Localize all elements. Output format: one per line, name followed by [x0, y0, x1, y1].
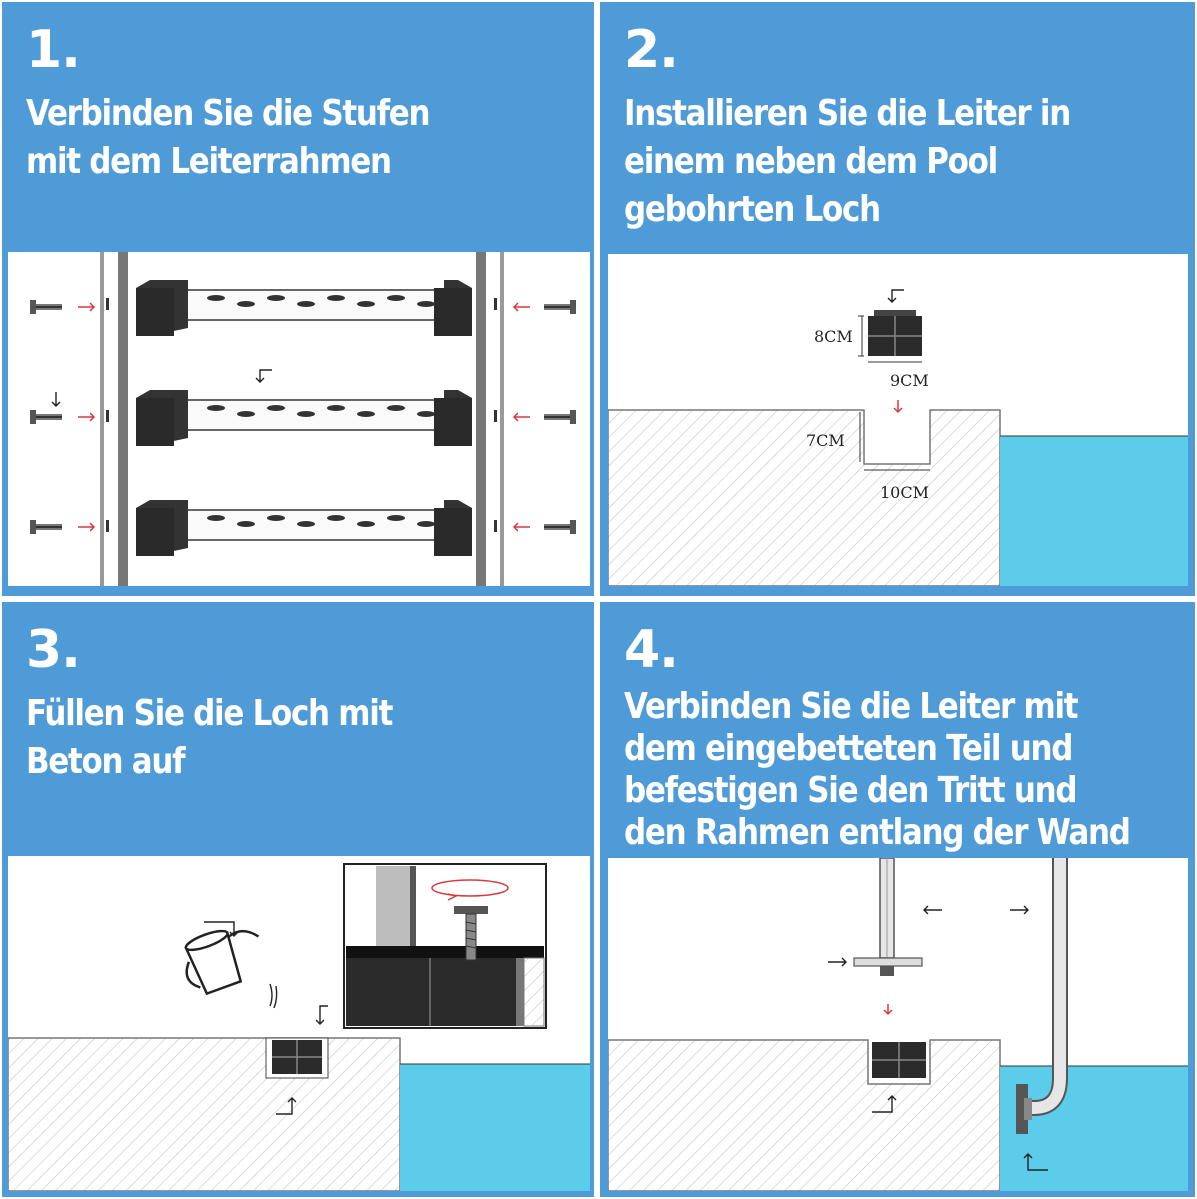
- bolt-icon: [544, 300, 576, 314]
- rotate-arrow-icon: [431, 879, 509, 901]
- dimension-label: 8CM: [814, 327, 853, 346]
- anchor-block: [872, 1042, 926, 1078]
- dimension-label: 7CM: [806, 431, 845, 450]
- step-4-illustration: [608, 858, 1188, 1191]
- pool-water: [1000, 436, 1188, 586]
- bolt-icon: [544, 410, 576, 424]
- anchor-block: [868, 310, 922, 356]
- pool-water: [400, 1064, 590, 1191]
- step-caption: Verbinden Sie die Stufen mit dem Leiterr…: [26, 93, 431, 182]
- step-number: 2.: [624, 20, 679, 80]
- step-2-panel: 2. Installieren Sie die Leiter in einem …: [600, 2, 1195, 596]
- step-caption: Verbinden Sie die Leiter mit dem eingebe…: [624, 686, 1131, 853]
- ladder-rail: [1016, 858, 1068, 1134]
- hint-arrow-icon: [51, 369, 272, 407]
- hint-arrow-icon: [204, 921, 239, 937]
- step-number: 1.: [26, 20, 81, 80]
- hint-arrow-icon: [1010, 905, 1029, 915]
- bolt-icon: [30, 520, 62, 534]
- bolt-icon: [544, 520, 576, 534]
- hint-arrow-icon: [828, 957, 847, 967]
- ladder-step-2: [135, 389, 473, 447]
- hint-arrow-icon: [887, 289, 904, 303]
- bolt-icon: [30, 300, 62, 314]
- hint-arrow-icon: [315, 1005, 328, 1025]
- concrete-bucket-icon: [184, 929, 260, 996]
- red-arrow-icon: [883, 1004, 893, 1016]
- dimension-label: 10CM: [880, 483, 929, 502]
- bolt-icon: [454, 906, 488, 961]
- step-4-panel: 4. Verbinden Sie die Leiter mit dem eing…: [600, 602, 1195, 1197]
- step-number: 3.: [26, 620, 81, 680]
- step-1-illustration: [8, 252, 590, 586]
- bolt-icon: [30, 410, 62, 424]
- hint-arrow-icon: [1023, 1153, 1048, 1171]
- dimension-label: 9CM: [890, 371, 929, 390]
- ladder-step-3: [135, 499, 473, 557]
- hint-arrow-icon: [276, 1097, 297, 1115]
- step-caption: Installieren Sie die Leiter in einem neb…: [624, 93, 1071, 230]
- hint-arrow-icon: [923, 905, 942, 915]
- hint-arrow-icon: [872, 1095, 897, 1113]
- step-3-illustration: [8, 856, 590, 1191]
- step-caption: Füllen Sie die Loch mit Beton auf: [26, 693, 393, 782]
- ladder-step-1: [135, 279, 473, 337]
- concrete-flow: [269, 983, 278, 1009]
- step-2-illustration: 8CM 9CM 7CM 10CM: [608, 254, 1188, 586]
- step-3-panel: 3. Füllen Sie die Loch mit Beton auf: [2, 602, 594, 1197]
- step-1-panel: 1. Verbinden Sie die Stufen mit dem Leit…: [2, 2, 594, 596]
- detail-inset: [343, 863, 547, 1029]
- ladder-rail: [853, 858, 923, 976]
- anchor-block: [265, 1037, 329, 1079]
- red-arrow-icon: [893, 400, 903, 414]
- step-number: 4.: [624, 620, 679, 680]
- pool-water: [1000, 1066, 1188, 1191]
